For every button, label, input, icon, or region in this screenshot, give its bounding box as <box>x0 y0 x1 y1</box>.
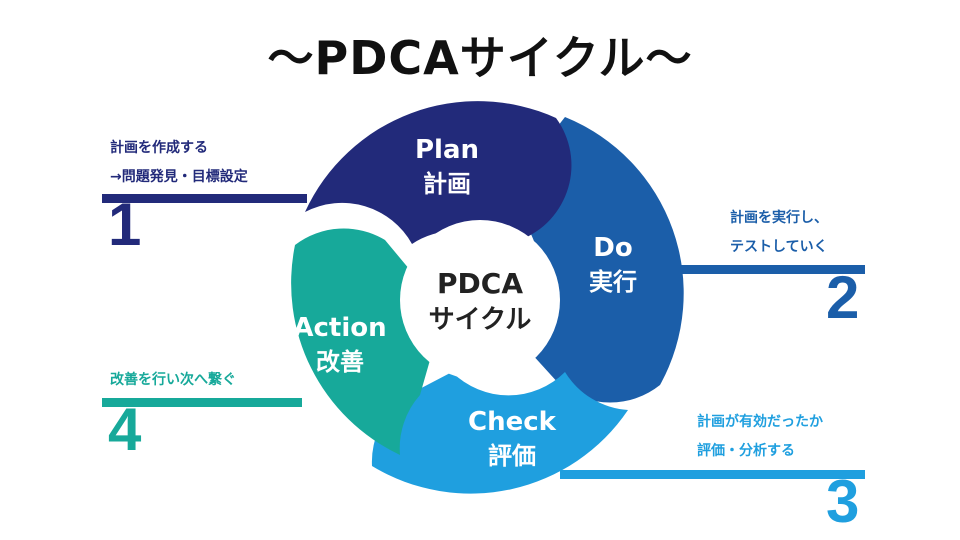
segment-plan <box>305 101 572 244</box>
callout-action-bar <box>102 398 302 407</box>
callout-check-bar <box>560 470 865 479</box>
plan-label-jp: 計画 <box>423 170 471 198</box>
do-desc-line1: 計画を実行し、 <box>730 209 828 226</box>
do-label-jp: 実行 <box>589 268 637 296</box>
callout-check: 3 計画が有効だったか 評価・分析する <box>560 413 865 535</box>
callout-plan: 1 計画を作成する →問題発見・目標設定 <box>102 139 307 258</box>
center-label-line2: サイクル <box>429 305 532 335</box>
plan-desc-line1: 計画を作成する <box>110 139 208 156</box>
segment-action <box>291 228 430 455</box>
check-desc-line1: 計画が有効だったか <box>697 413 823 430</box>
do-desc-line2: テストしていく <box>730 239 828 255</box>
callout-do: 2 計画を実行し、 テストしていく <box>672 209 865 331</box>
step-number-3: 3 <box>826 468 859 535</box>
action-label-en: Action <box>293 313 386 343</box>
segment-check <box>371 372 628 494</box>
action-label-jp: 改善 <box>316 348 364 376</box>
step-number-2: 2 <box>826 264 859 331</box>
plan-desc-line2: →問題発見・目標設定 <box>110 168 248 185</box>
page-title: 〜PDCAサイクル〜 <box>267 31 693 85</box>
do-label-en: Do <box>593 233 632 263</box>
callout-action: 4 改善を行い次へ繋ぐ <box>102 371 302 463</box>
check-label-jp: 評価 <box>488 442 536 470</box>
plan-label-en: Plan <box>415 135 479 165</box>
check-label-en: Check <box>468 407 557 437</box>
center-circle <box>400 220 560 380</box>
center-label-line1: PDCA <box>437 267 523 300</box>
step-number-1: 1 <box>108 191 141 258</box>
step-number-4: 4 <box>108 396 142 463</box>
action-desc-line1: 改善を行い次へ繋ぐ <box>110 371 236 388</box>
callout-do-bar <box>672 265 865 274</box>
callout-plan-bar <box>102 194 307 203</box>
check-desc-line2: 評価・分析する <box>697 442 795 459</box>
